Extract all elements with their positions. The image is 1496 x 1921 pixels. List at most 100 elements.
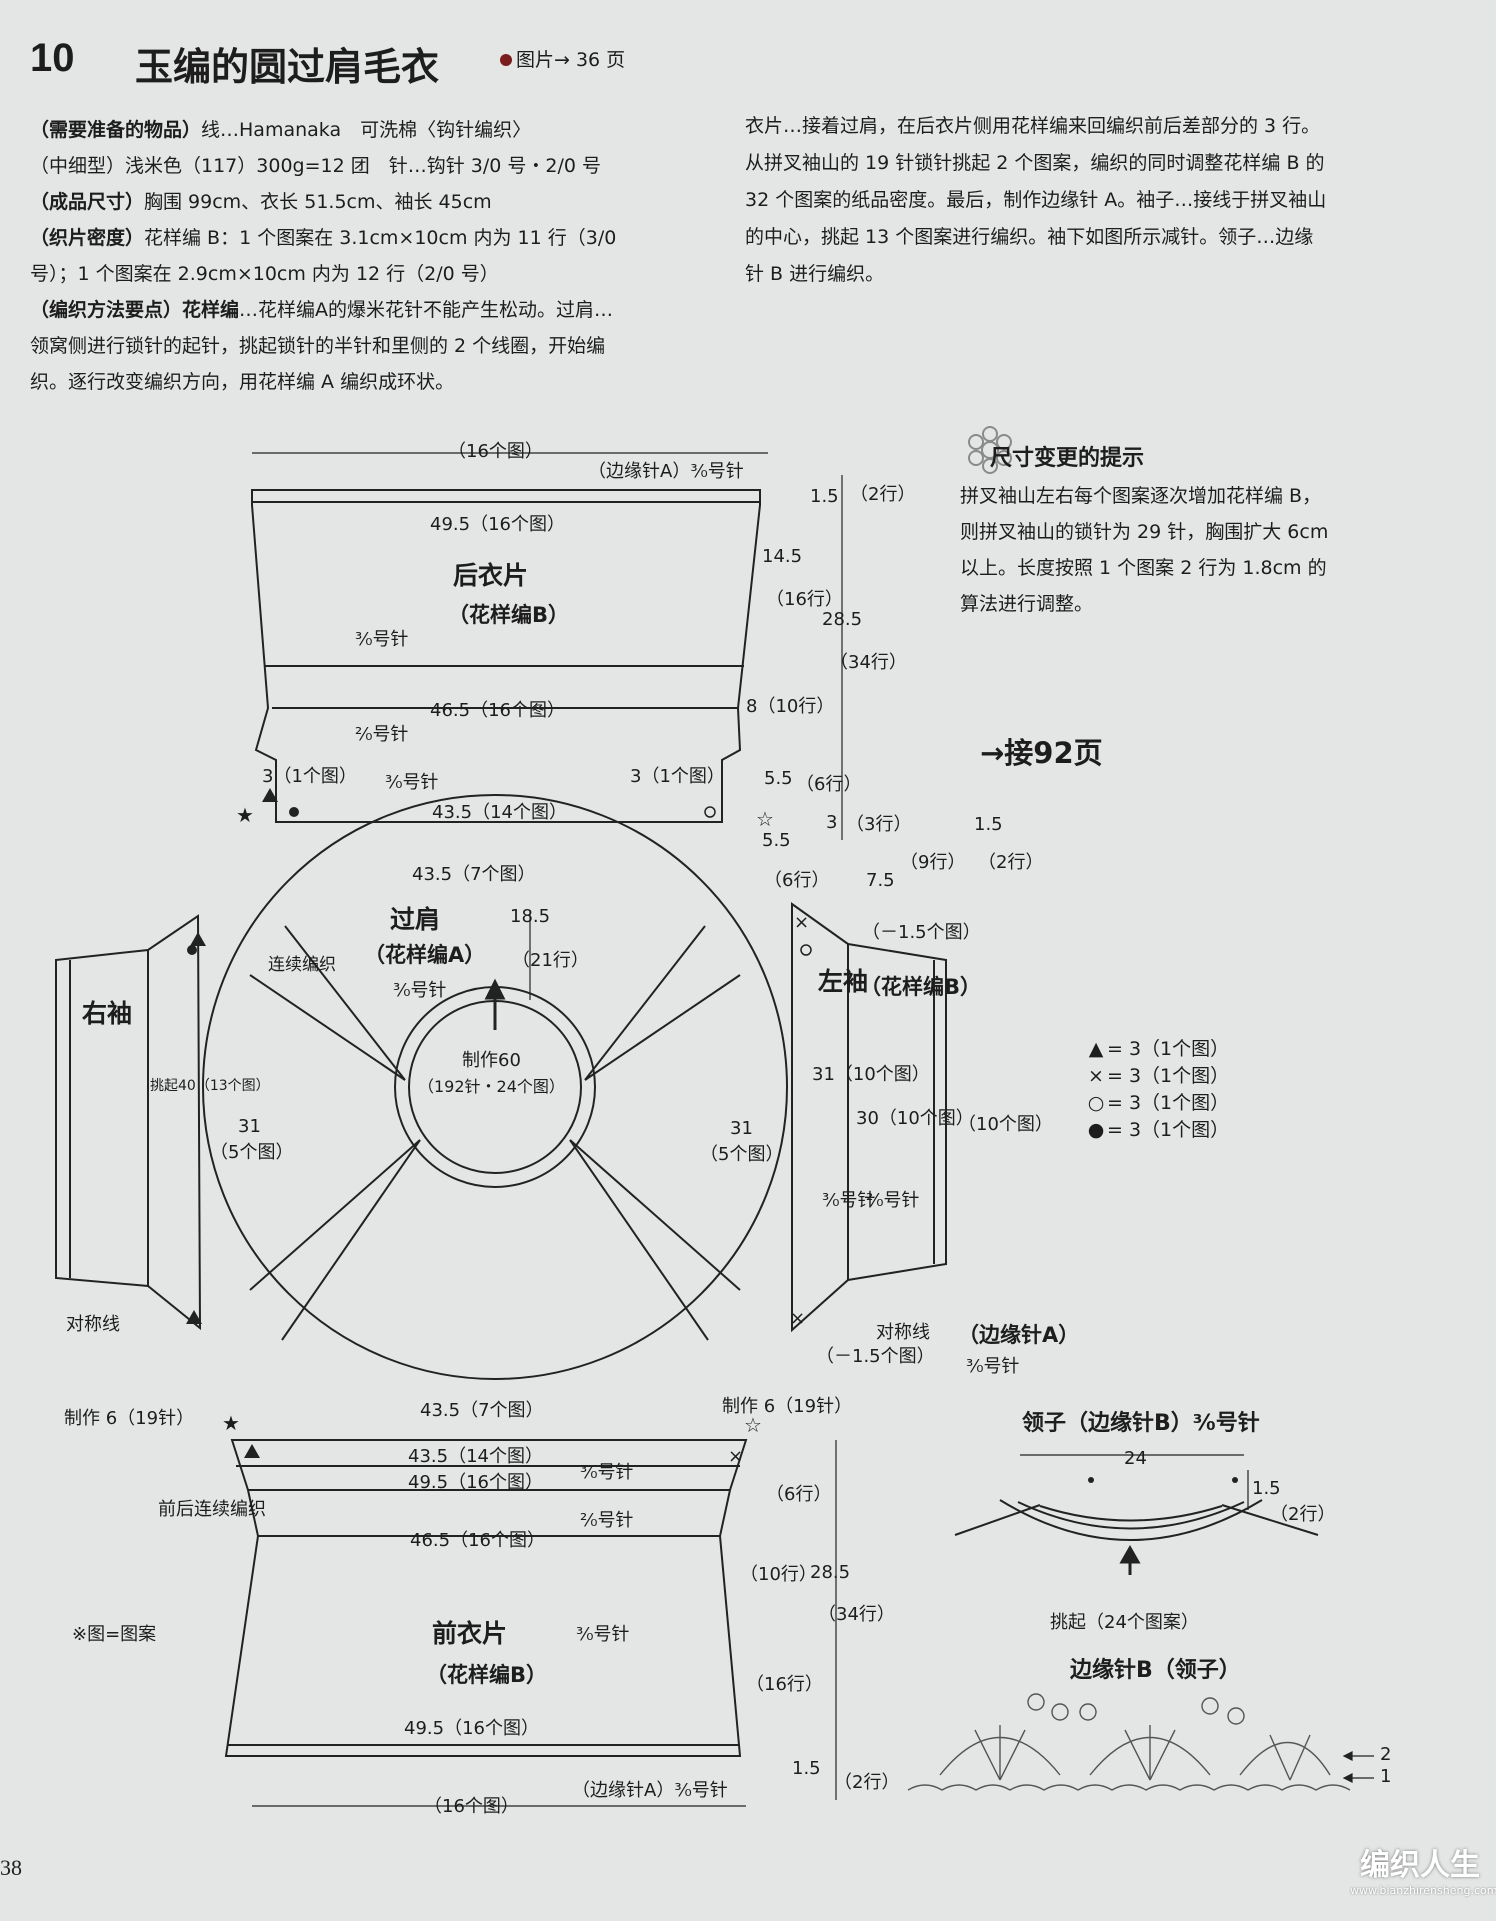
- back-piece-title: 后衣片: [453, 561, 528, 590]
- legend-item: ×= 3（1个图）: [1085, 1063, 1229, 1090]
- triangle-marker-icon: [186, 1310, 202, 1324]
- dot-icon: [1088, 1477, 1094, 1483]
- method-key: （编织方法要点）花样编: [30, 299, 240, 321]
- size-change-tips: 尺寸变更的提示 拼叉袖山左右每个图案逐次增加花样编 B， 则拼叉袖山的锁针为 2…: [960, 440, 1440, 622]
- dot-icon: [1232, 1477, 1238, 1483]
- front-piece-title: 前衣片: [432, 1619, 507, 1648]
- front-cont-label: 前后连续编织: [158, 1499, 266, 1520]
- edging-b-chart: [907, 1693, 1351, 1791]
- collar-depth-rows: （2行）: [1270, 1504, 1335, 1525]
- page-number: 38: [0, 1855, 22, 1880]
- right-sleeve-pickup: 挑起40（13个图）: [150, 1078, 270, 1094]
- fan-stitches: [974, 1725, 1311, 1781]
- size-text: 胸围 99cm、衣长 51.5cm、袖长 45cm: [144, 191, 492, 213]
- left-edge-label: （边缘针A）: [958, 1323, 1079, 1347]
- triangle-icon: ▲: [1088, 1038, 1104, 1060]
- back-edge-label: （边缘针A）³⁄₀号针: [588, 461, 744, 482]
- yoke-pattern-label: （花样编A）: [364, 943, 485, 967]
- left-pattern-label: （花样编B）: [860, 975, 981, 999]
- front-4350-label: 43.5（14个图）: [408, 1446, 543, 1467]
- collar-inner: [1017, 1501, 1245, 1530]
- sym-line-label: 对称线: [66, 1314, 120, 1335]
- star-outline-icon: ☆: [756, 807, 774, 831]
- photo-reference-text: 图片→ 36 页: [516, 49, 626, 71]
- symbol-legend: ▲= 3（1个图） ×= 3（1个图） ○= 3（1个图） ●= 3（1个图）: [1085, 1036, 1229, 1144]
- dim-6rows-label: （6行）: [796, 774, 861, 795]
- collar-depth-label: 1.5: [1252, 1478, 1281, 1499]
- method-text2: 领窝侧进行锁针的起针，挑起锁针的半针和里侧的 2 个线圈，开始编: [30, 335, 606, 357]
- collar-pickup-label: 挑起（24个图案）: [1050, 1612, 1199, 1633]
- dim-55-label: 5.5: [764, 768, 793, 789]
- legend-text: = 3（1个图）: [1107, 1038, 1230, 1060]
- method-text1: …花样编A的爆米花针不能产生松动。过肩…: [239, 299, 614, 321]
- front-edge-label: （边缘针A）³⁄₀号针: [572, 1780, 728, 1801]
- triangle-marker-icon: [190, 932, 206, 946]
- legend-text: = 3（1个图）: [1107, 1092, 1230, 1114]
- yoke-ray-5: [249, 1139, 421, 1291]
- dim-9rows-label: （9行）: [900, 852, 965, 873]
- cross-marker-icon: ×: [794, 912, 809, 933]
- yoke-needle-label: ³⁄₀号针: [393, 980, 446, 1001]
- front-6rows-label: （6行）: [766, 1484, 831, 1505]
- front-34rows-label: （34行）: [818, 1604, 895, 1625]
- yoke-ray-7: [281, 1139, 421, 1341]
- yoke-ray-1: [284, 925, 406, 1081]
- continue-link[interactable]: →接92页: [980, 736, 1103, 770]
- instr-line4: 的中心，挑起 13 个图案进行编织。袖下如图所示减针。领子…边缘: [745, 226, 1314, 248]
- yoke-21rows-label: （21行）: [512, 950, 589, 971]
- arrow-head: [484, 978, 506, 1000]
- dim-145-label: 14.5: [762, 546, 802, 567]
- yoke-ray-2: [584, 925, 706, 1081]
- materials-line2: （中细型）浅米色（117）300g=12 团 针…钩针 3/0 号・2/0 号: [30, 155, 602, 177]
- bullet-icon: [500, 54, 512, 66]
- dim-285-label: 28.5: [822, 609, 862, 630]
- back-3-right-label: 3（1个图）: [630, 766, 725, 787]
- front-needle1-label: ³⁄₀号针: [580, 1462, 633, 1483]
- cross-marker-icon: ×: [790, 1308, 805, 1329]
- front-10rows-label: （10行）: [740, 1564, 817, 1585]
- yoke-31-left: 31: [238, 1116, 261, 1137]
- dim-15-label: 1.5: [810, 486, 839, 507]
- legend-text: = 3（1个图）: [1107, 1119, 1230, 1141]
- yoke-center-line1: 制作60: [462, 1050, 521, 1071]
- circle-icon: ○: [1087, 1092, 1105, 1114]
- yoke-31-right: 31: [730, 1118, 753, 1139]
- page-title: 玉编的圆过肩毛衣: [135, 45, 440, 89]
- watermark-url: www.bianzhirensheng.com: [1350, 1884, 1496, 1897]
- fan-arcs: [939, 1737, 1331, 1776]
- instr-line2: 从拼叉袖山的 19 针锁针挑起 2 个图案，编织的同时调整花样编 B 的: [745, 152, 1325, 174]
- photo-reference: 图片→ 36 页: [500, 45, 625, 72]
- materials-section: （需要准备的物品）线…Hamanaka 可洗棉〈钩针编织〉 （中细型）浅米色（1…: [30, 112, 720, 400]
- picot-icon: [1201, 1697, 1219, 1715]
- dim-6rowsb-label: （6行）: [764, 870, 829, 891]
- gauge-key: （织片密度）: [30, 227, 145, 249]
- star-marker-icon: ★: [236, 803, 254, 827]
- front-2rows-label: （2行）: [834, 1772, 899, 1793]
- legend-item: ▲= 3（1个图）: [1085, 1036, 1229, 1063]
- back-needle3-label: ³⁄₀号针: [385, 772, 438, 793]
- instr-line1: 衣片…接着过肩，在后衣片侧用花样编来回编织前后差部分的 3 行。: [745, 115, 1321, 137]
- dot-marker-icon: [187, 945, 197, 955]
- arrow-head: [1119, 1544, 1141, 1564]
- arrow-head: [1342, 1773, 1353, 1783]
- front-4650-label: 46.5（16个图）: [410, 1530, 545, 1551]
- edge-row2-label: 2: [1380, 1744, 1391, 1765]
- back-4350-label: 43.5（14个图）: [432, 802, 567, 823]
- right-sleeve-title: 右袖: [82, 999, 132, 1028]
- collar-side-right: [1221, 1504, 1319, 1536]
- front-16rows-label: （16行）: [746, 1674, 823, 1695]
- circle-marker-icon: [704, 806, 716, 818]
- picot-icon: [1051, 1703, 1069, 1721]
- watermark-logo: 编织人生 www.bianzhirensheng.com: [1310, 1840, 1496, 1910]
- legend-item: ○= 3（1个图）: [1085, 1090, 1229, 1117]
- footnote: ※图=图案: [72, 1624, 157, 1645]
- pattern-number: 10: [30, 36, 75, 80]
- instr-line5: 针 B 进行编织。: [745, 263, 885, 285]
- left-needle-a: ³⁄₀号针: [822, 1190, 875, 1211]
- left-30-label: 30（10个图）: [856, 1108, 974, 1129]
- cross-marker-icon: ×: [728, 1446, 743, 1467]
- dim-2rows-label: （2行）: [850, 484, 915, 505]
- gauge-text2: 号）；1 个图案在 2.9cm×10cm 内为 12 行（2/0 号）: [30, 263, 499, 285]
- left-edge-needle: ³⁄₀号针: [966, 1356, 1019, 1377]
- collar-side-left: [954, 1504, 1041, 1536]
